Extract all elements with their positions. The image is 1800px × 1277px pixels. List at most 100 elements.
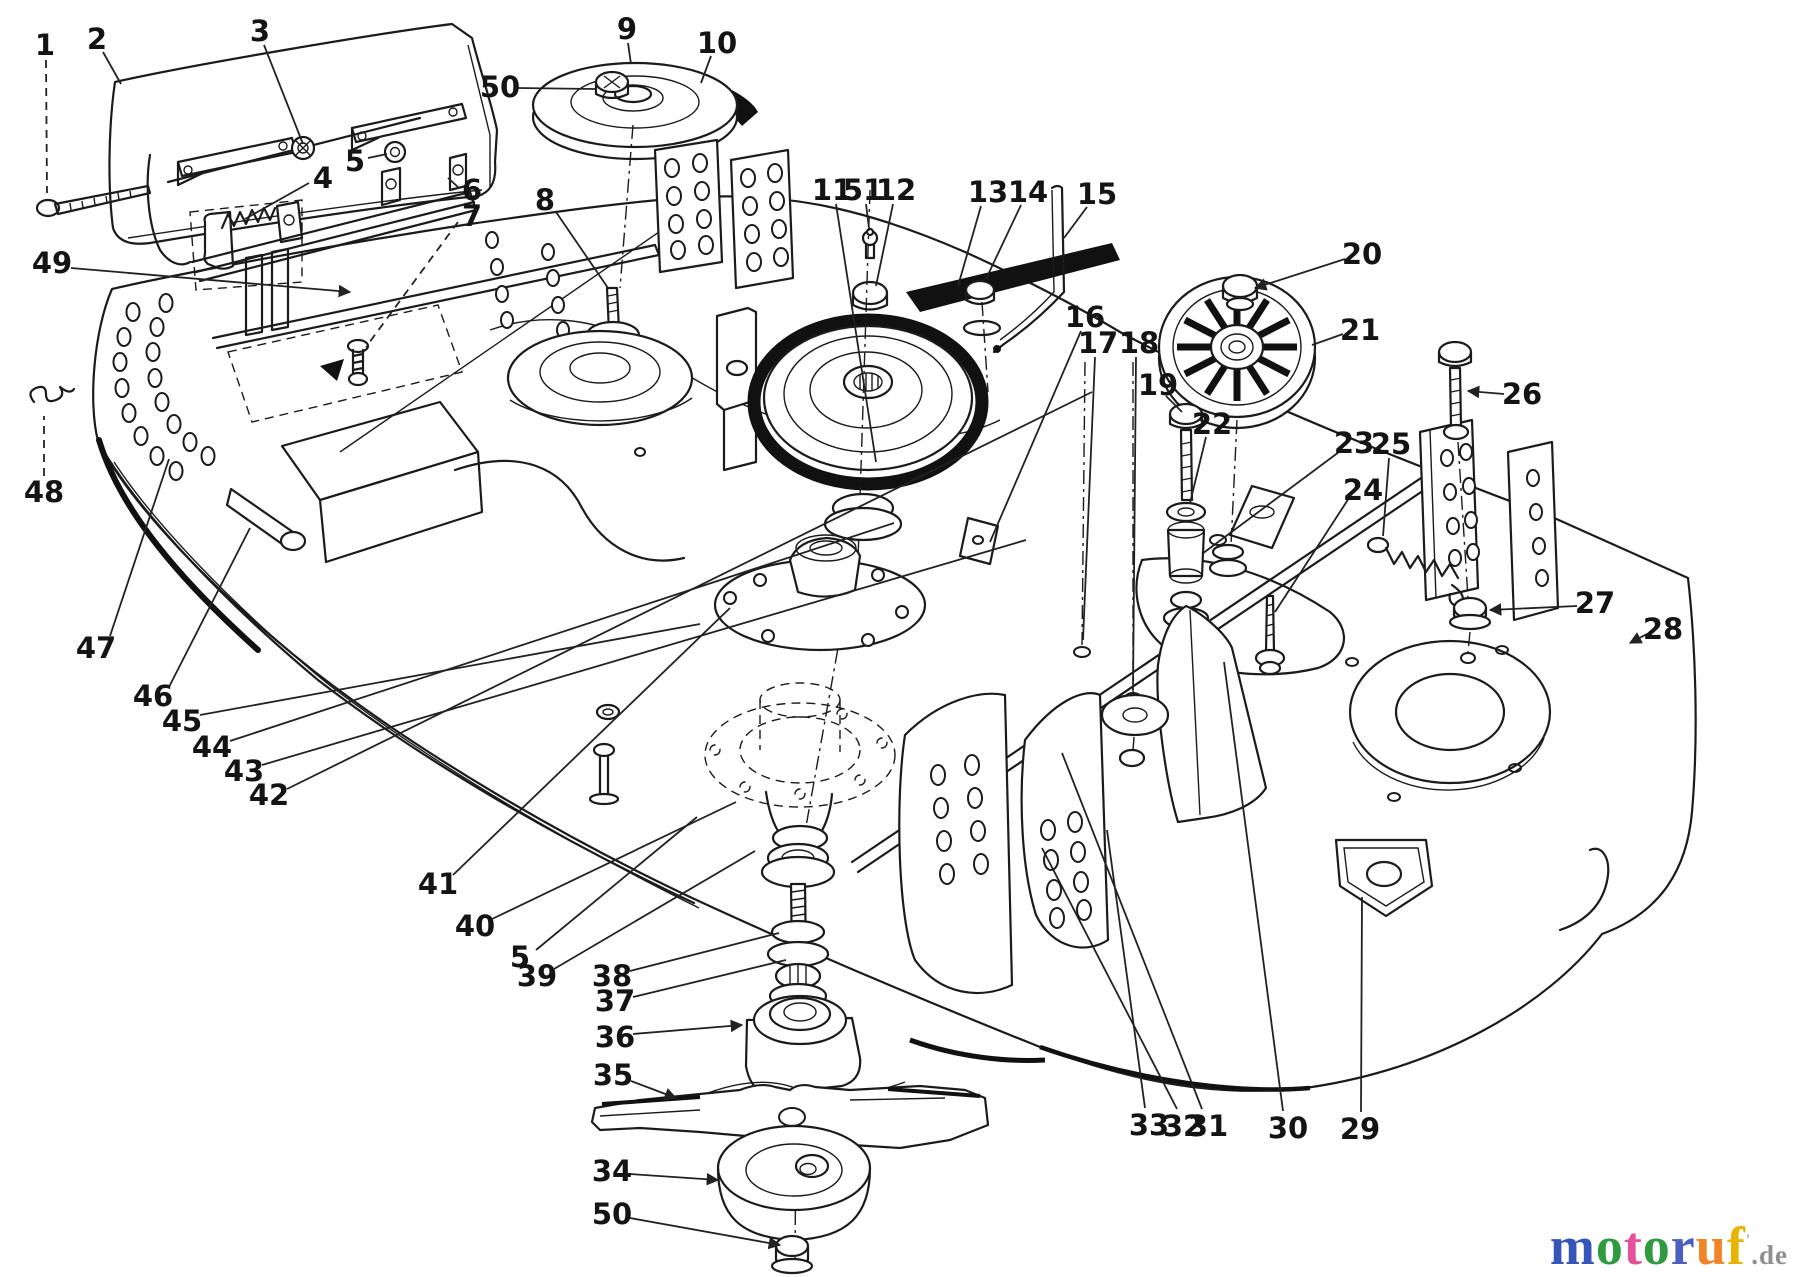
deck-badge xyxy=(1334,838,1434,918)
watermark-letter: m xyxy=(1549,1216,1596,1276)
leader-line-51 xyxy=(865,203,870,229)
deflector-rail xyxy=(350,102,468,152)
leader-line-19 xyxy=(1165,395,1183,413)
part-label-30: 30 xyxy=(1268,1111,1308,1145)
washer-22 xyxy=(1165,501,1207,523)
carriage-bolt xyxy=(35,184,152,218)
leader-line-22 xyxy=(1189,436,1207,504)
lift-rod-15 xyxy=(992,184,1066,354)
clevis-pin xyxy=(225,487,307,552)
leader-line-13 xyxy=(957,205,982,287)
leader-line-5 xyxy=(535,816,698,951)
part-label-21: 21 xyxy=(1340,313,1380,347)
idler-nut-20 xyxy=(1221,273,1259,312)
leader-line-27 xyxy=(1488,603,1578,616)
leader-line-14 xyxy=(985,204,1022,280)
blade-nut-50 xyxy=(770,1234,814,1275)
lower-spindle-housing-ghost xyxy=(704,682,896,808)
leader-line-37 xyxy=(632,959,787,998)
watermark-letter: o xyxy=(1595,1216,1624,1276)
leader-line-5 xyxy=(367,153,388,159)
leader-line-16 xyxy=(989,330,1082,543)
part-label-17: 17 xyxy=(1078,326,1118,360)
perforated-plate-right xyxy=(1418,418,1480,602)
spindle-flange-plate xyxy=(713,492,927,652)
part-label-50: 50 xyxy=(480,70,520,104)
leader-line-33 xyxy=(1106,829,1146,1109)
leader-line-1 xyxy=(45,59,48,194)
part-label-5: 5 xyxy=(345,144,365,178)
grease-fitting-51 xyxy=(861,227,879,260)
leader-line-38 xyxy=(629,932,780,972)
blade-cup xyxy=(716,1124,872,1242)
watermark-letter: u xyxy=(1695,1216,1727,1276)
leader-line-31 xyxy=(1061,752,1203,1110)
slot-bracket xyxy=(1228,484,1296,550)
blade-adapter-housing xyxy=(699,994,906,1098)
deck-shell xyxy=(92,195,1697,1092)
deck-right-lobe xyxy=(1348,639,1552,791)
idler-pulley-assembly xyxy=(1157,273,1317,630)
leader-line-46 xyxy=(168,527,251,688)
center-pulley-assembly xyxy=(747,189,1120,1263)
part-label-20: 20 xyxy=(1342,237,1382,271)
flange-nut-27 xyxy=(1448,596,1492,653)
part-label-11: 11 xyxy=(812,173,852,207)
leader-line-12 xyxy=(875,203,894,287)
leader-line-2 xyxy=(102,51,122,85)
leader-line-7 xyxy=(365,221,459,348)
leader-line-45 xyxy=(199,623,701,716)
part-label-46: 46 xyxy=(133,679,173,713)
part-label-41: 41 xyxy=(418,867,458,901)
part-label-44: 44 xyxy=(192,730,232,764)
baffle-wing xyxy=(1020,692,1110,949)
part-label-39: 39 xyxy=(517,959,557,993)
leader-line-28 xyxy=(1628,632,1648,644)
leader-line-4 xyxy=(244,182,310,220)
leader-line-47 xyxy=(109,458,170,637)
spindle-nut-50 xyxy=(594,70,630,100)
baffle-disc xyxy=(1100,693,1170,768)
belt-13 xyxy=(906,243,1120,312)
part-label-33: 33 xyxy=(1129,1108,1169,1142)
part-label-32: 32 xyxy=(1163,1109,1203,1143)
deck-hole-rows xyxy=(112,231,570,481)
leader-line-6 xyxy=(447,177,459,188)
leader-line-35 xyxy=(630,1080,678,1100)
leader-line-50 xyxy=(517,87,596,90)
part-label-7: 7 xyxy=(462,199,482,233)
part-label-29: 29 xyxy=(1340,1112,1380,1146)
latch-spring-assembly xyxy=(189,152,478,337)
part-label-27: 27 xyxy=(1575,586,1615,620)
spacer-23 xyxy=(1166,521,1206,584)
drop-lines xyxy=(1081,361,1134,692)
part-label-49: 49 xyxy=(32,246,72,280)
leader-line-8 xyxy=(555,211,609,289)
leader-line-43 xyxy=(261,539,1027,766)
part-label-2: 2 xyxy=(87,22,107,56)
part-label-24: 24 xyxy=(1343,473,1383,507)
deflector-shield xyxy=(35,22,499,337)
part-label-19: 19 xyxy=(1138,368,1178,402)
part-label-4: 4 xyxy=(313,161,333,195)
spindle-nut-12 xyxy=(851,280,889,311)
perforated-plate-right xyxy=(1506,440,1560,622)
baffle-wing xyxy=(898,692,1014,995)
leader-line-11 xyxy=(835,203,877,463)
part-label-14: 14 xyxy=(1008,175,1048,209)
part-label-18: 18 xyxy=(1119,326,1159,360)
hex-bolt-24 xyxy=(1254,594,1286,676)
leader-line-34 xyxy=(629,1172,720,1186)
hinge-nut xyxy=(290,135,316,161)
part-label-15: 15 xyxy=(1077,177,1117,211)
leader-line-15 xyxy=(1063,206,1088,239)
part-label-26: 26 xyxy=(1502,377,1542,411)
deck-ridge xyxy=(339,211,689,453)
cotter-pin xyxy=(29,385,76,404)
watermark-letter: r xyxy=(1670,1216,1696,1276)
part-label-5: 5 xyxy=(510,940,530,974)
leader-line-50 xyxy=(629,1217,782,1250)
part-label-47: 47 xyxy=(76,631,116,665)
